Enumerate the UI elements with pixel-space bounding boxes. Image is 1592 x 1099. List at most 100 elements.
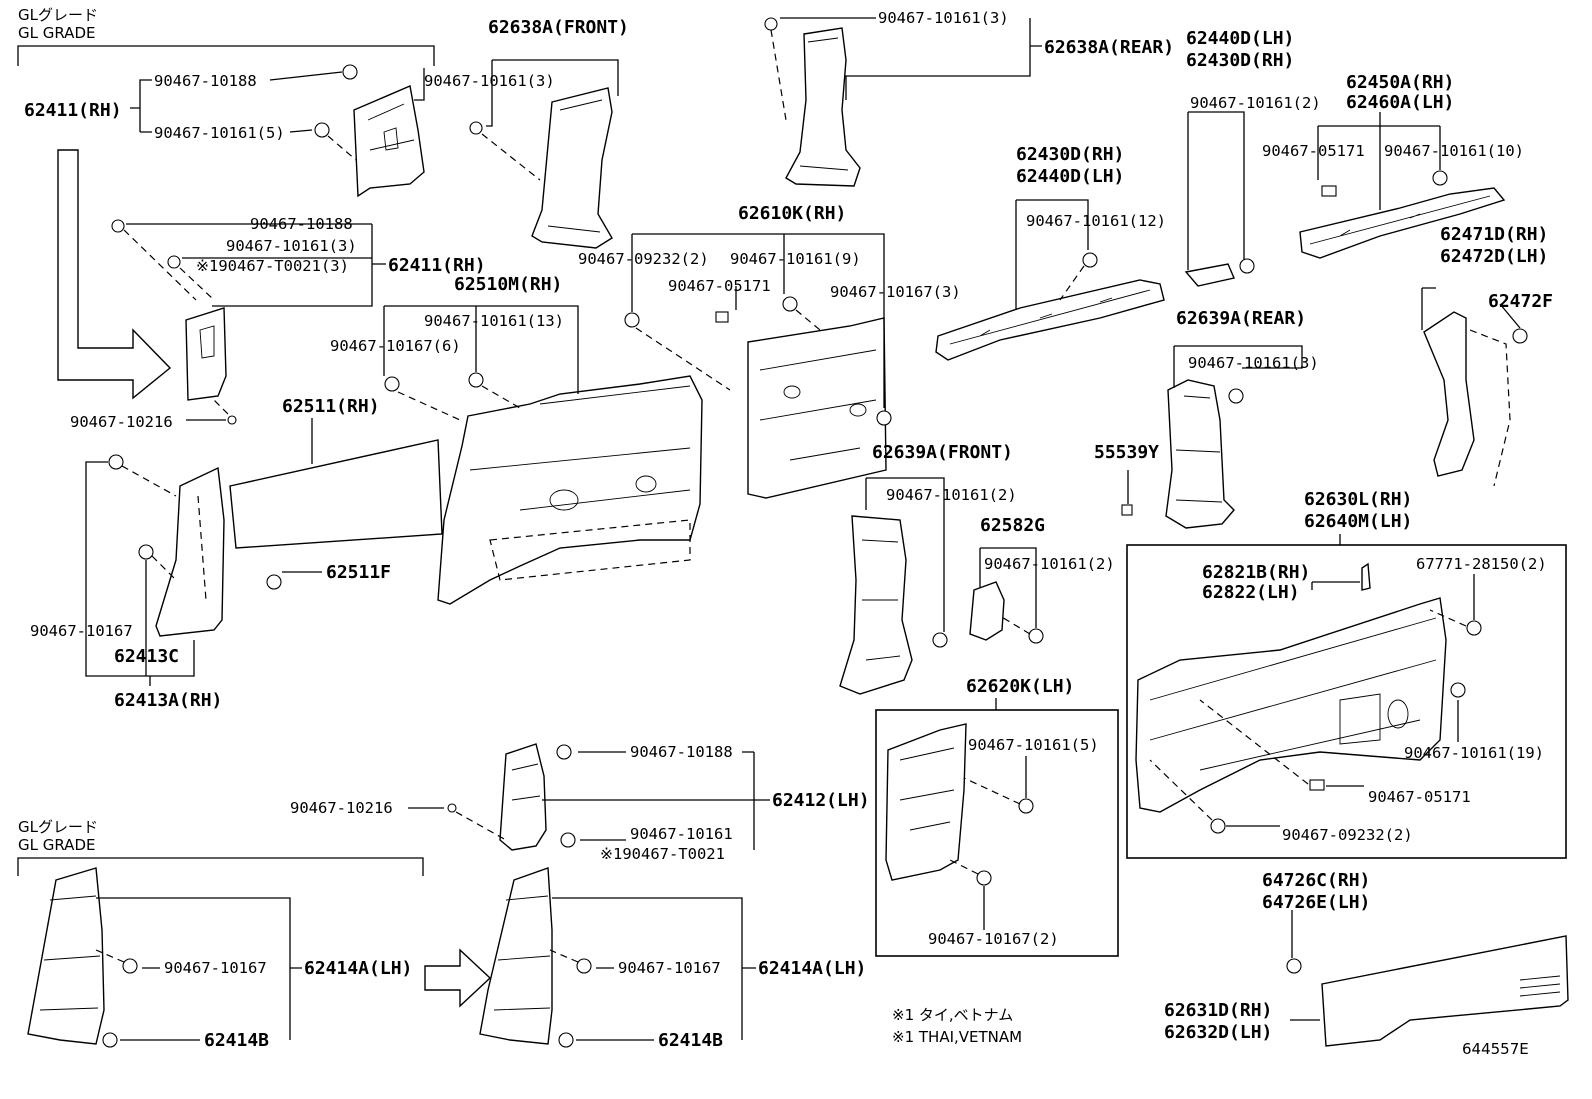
clip-icon: [1059, 252, 1098, 301]
clip-icon: [1149, 759, 1226, 834]
label-64726E-lh: 64726E(LH): [1262, 892, 1370, 913]
clip-icon: [447, 803, 507, 841]
fastener-label: 90467-09232(2): [578, 250, 709, 268]
label-62511-rh: 62511(RH): [282, 396, 380, 417]
gl-grade-label-bottom: GLグレード GL GRADE: [18, 818, 98, 854]
label-62821B-rh: 62821B(RH): [1202, 562, 1310, 583]
part-62414A-right: [479, 867, 553, 1045]
svg-text:GL GRADE: GL GRADE: [18, 836, 95, 854]
clip-icon: [95, 949, 138, 974]
part-62638A-rear: [785, 27, 861, 187]
part-62630L-panel: [1135, 597, 1447, 813]
clip-icon: [1450, 682, 1466, 698]
label-62638A-rear: 62638A(REAR): [1044, 37, 1174, 58]
label-62471D-rh: 62471D(RH): [1440, 224, 1548, 245]
label-55539Y: 55539Y: [1094, 442, 1159, 463]
clip-icon: [999, 615, 1044, 644]
fastener-label: 90467-10161(19): [1404, 744, 1544, 762]
clip-icon: [558, 1032, 574, 1048]
svg-text:※1 タイ,ベトナム: ※1 タイ,ベトナム: [892, 1006, 1013, 1024]
label-62640M-lh: 62640M(LH): [1304, 511, 1412, 532]
clip-icon: [876, 410, 892, 426]
label-62639A-front: 62639A(FRONT): [872, 442, 1013, 463]
fastener-label: 90467-10167: [30, 622, 133, 640]
fastener-labels: 90467-10161(3) 90467-10188 90467-10161(3…: [30, 9, 1547, 977]
fastener-label: 90467-10188: [250, 215, 353, 233]
label-62414A-lh-b: 62414A(LH): [758, 958, 866, 979]
fastener-label: 90467-10216: [70, 413, 173, 431]
label-62460A-lh: 62460A(LH): [1346, 92, 1454, 113]
label-62413C: 62413C: [114, 646, 179, 667]
clip-icon: [1239, 258, 1255, 274]
fastener-label: 90467-10188: [154, 72, 257, 90]
part-62510M-panel: [437, 375, 703, 605]
fastener-label: 90467-10161(3): [1188, 354, 1319, 372]
clip-icon: [624, 312, 731, 391]
gl-grade-bracket-top: [17, 45, 435, 66]
group-box-62620K: [875, 709, 1119, 957]
fastener-label: 90467-05171: [668, 277, 771, 295]
clip-icon: [138, 544, 177, 581]
footnotes: ※1 タイ,ベトナム ※1 THAI,VETNAM: [892, 1006, 1022, 1046]
clip-icon: [108, 454, 177, 497]
part-62511-board: [229, 439, 443, 549]
clip-icon: [1228, 388, 1244, 404]
label-62472F: 62472F: [1488, 291, 1553, 312]
fastener-label: 90467-10161(2): [1190, 94, 1321, 112]
clip-icon: [384, 376, 461, 421]
part-62411-lower: [185, 307, 227, 401]
leader-lines: [85, 17, 1521, 1041]
part-55539Y: [1121, 504, 1133, 516]
part-62430D-rail: [935, 279, 1165, 361]
flow-arrow-icon-lower: [424, 948, 492, 1008]
fastener-label: 67771-28150(2): [1416, 555, 1547, 573]
label-62610K-rh: 62610K(RH): [738, 203, 846, 224]
fastener-label: 90467-10161: [630, 825, 733, 843]
group-box-62630L: [1126, 544, 1567, 859]
clip-icon: [932, 632, 948, 648]
part-62639A-front: [839, 515, 913, 695]
flow-arrow-icon: [57, 149, 172, 400]
clip-icon: [556, 744, 572, 760]
part-62471D-bracket: [1423, 311, 1511, 487]
part-62511F-clip: [266, 574, 282, 590]
label-64726C-rh: 64726C(RH): [1262, 870, 1370, 891]
clip-icon: [949, 859, 992, 886]
part-62450A-rail: [1299, 187, 1506, 259]
label-62411-rh-b: 62411(RH): [388, 255, 486, 276]
part-62412-pillar: [499, 743, 547, 851]
fastener-label: 90467-10161(13): [424, 312, 564, 330]
label-62411-rh-a: 62411(RH): [24, 100, 122, 121]
label-62632D-lh: 62632D(LH): [1164, 1022, 1272, 1043]
clip-icon: [1512, 328, 1528, 344]
svg-text:※1 THAI,VETNAM: ※1 THAI,VETNAM: [892, 1028, 1022, 1046]
label-62440D-lh-a: 62440D(LH): [1186, 28, 1294, 49]
label-62631D-rh: 62631D(RH): [1164, 1000, 1272, 1021]
clip-icon: [342, 64, 358, 80]
clip-icon: [111, 219, 197, 301]
clip-icon: [549, 949, 592, 974]
label-62412-lh: 62412(LH): [772, 790, 870, 811]
gl-grade-bracket-bottom: [17, 857, 424, 876]
label-62414B-b: 62414B: [658, 1030, 723, 1051]
svg-text:GL GRADE: GL GRADE: [18, 24, 95, 42]
fastener-label: 90467-10161(2): [886, 486, 1017, 504]
fastener-label: 90467-10167: [164, 959, 267, 977]
clip-icon: [1432, 170, 1448, 186]
clip-icon: [1199, 699, 1325, 791]
fastener-label: 90467-10161(2): [984, 555, 1115, 573]
fastener-label: 90467-10188: [630, 743, 733, 761]
label-62511F: 62511F: [326, 562, 391, 583]
label-62414A-lh-a: 62414A(LH): [304, 958, 412, 979]
fastener-label: 90467-10167(6): [330, 337, 461, 355]
part-62414A-left: [27, 867, 105, 1045]
clip-icon: [1429, 609, 1482, 636]
label-62638A-front: 62638A(FRONT): [488, 17, 629, 38]
svg-text:GLグレード: GLグレード: [18, 818, 98, 836]
fastener-label: ※190467-T0021: [600, 845, 725, 863]
clip-icon: [560, 832, 576, 848]
label-62510M-rh: 62510M(RH): [454, 274, 562, 295]
part-62638A-front: [531, 87, 613, 249]
clip-icon: [211, 397, 237, 425]
